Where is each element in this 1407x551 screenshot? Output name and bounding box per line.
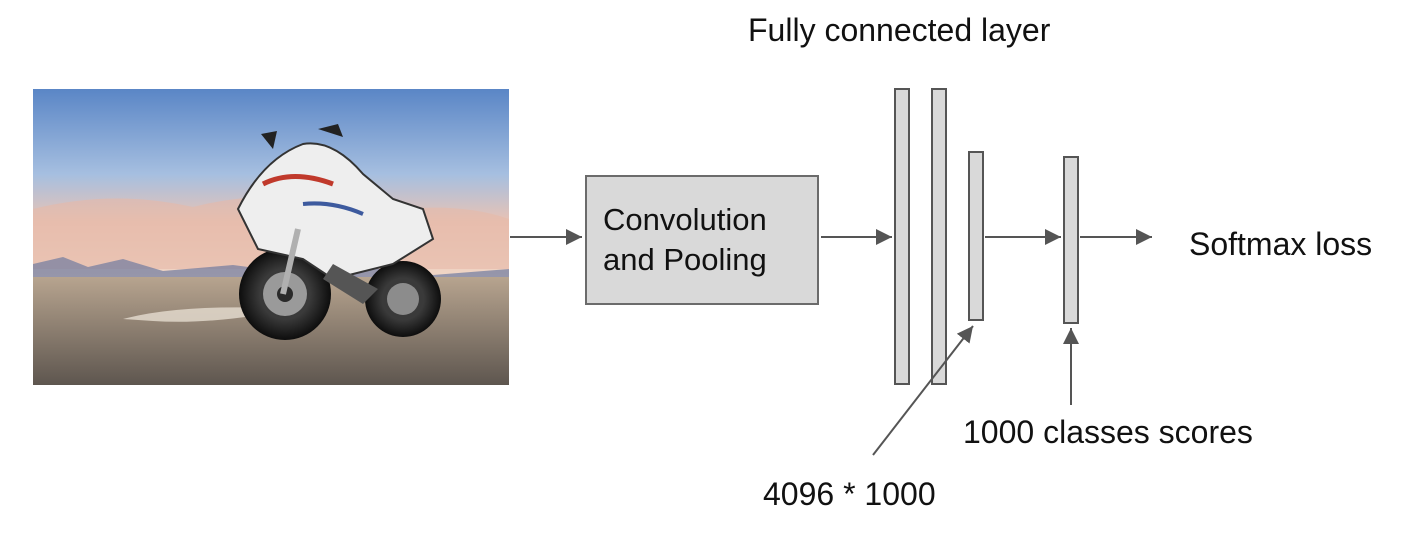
fc-layer-1 bbox=[894, 88, 910, 385]
input-image-motorcycle bbox=[33, 89, 509, 385]
motorcycle bbox=[236, 124, 441, 340]
conv-pooling-block: Convolution and Pooling bbox=[585, 175, 819, 305]
fc-layer-3 bbox=[968, 151, 984, 321]
fc-layer-scores bbox=[1063, 156, 1079, 324]
fc-layer-2 bbox=[931, 88, 947, 385]
class-scores-label: 1000 classes scores bbox=[963, 414, 1253, 450]
conv-pooling-label: Convolution and Pooling bbox=[603, 202, 767, 277]
softmax-loss-label: Softmax loss bbox=[1189, 226, 1373, 262]
pointer-weights bbox=[872, 325, 974, 456]
fc-layer-title: Fully connected layer bbox=[748, 12, 1051, 48]
weights-size-label: 4096 * 1000 bbox=[763, 476, 936, 512]
